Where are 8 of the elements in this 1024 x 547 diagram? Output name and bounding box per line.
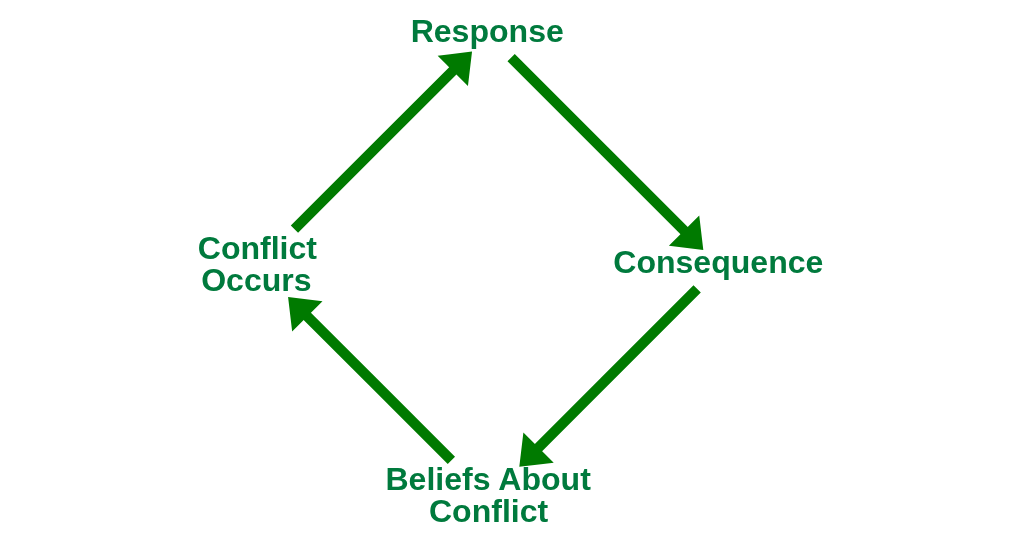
node-text: Conflict Occurs [197, 229, 318, 298]
node-text: Consequence [613, 244, 824, 281]
arrow [288, 297, 455, 465]
node-text: Beliefs About Conflict [385, 461, 591, 530]
arrow [290, 51, 473, 233]
arrow [507, 54, 704, 250]
arrow [519, 285, 701, 467]
node-text: Response [410, 12, 564, 49]
